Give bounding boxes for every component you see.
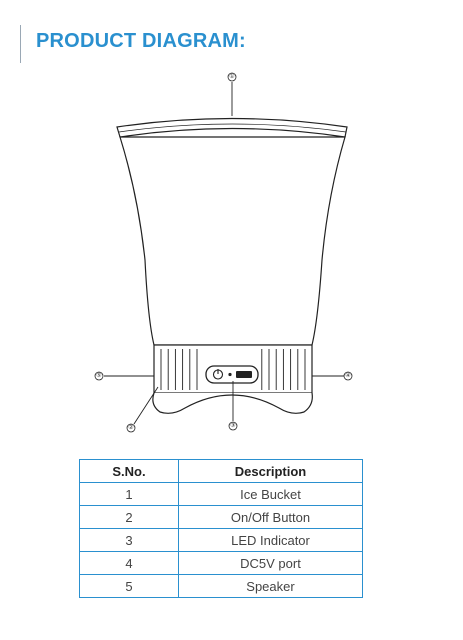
cell-sno: 3 xyxy=(79,528,179,552)
speaker-grille-lines xyxy=(160,349,306,390)
dc-port-icon xyxy=(236,371,252,378)
column-header-sno: S.No. xyxy=(79,459,179,483)
table-row: 1 Ice Bucket xyxy=(79,482,363,506)
table-row: 4 DC5V port xyxy=(79,551,363,575)
ice-bucket-rim xyxy=(116,117,348,138)
cell-description: Ice Bucket xyxy=(178,482,363,506)
title-accent-bar xyxy=(20,25,21,63)
svg-text:①: ① xyxy=(229,73,234,80)
callout-5: ⑤ xyxy=(94,371,104,381)
specification-table: S.No. Description 1 Ice Bucket 2 On/Off … xyxy=(79,459,363,598)
led-indicator-dot xyxy=(228,372,232,377)
cell-sno: 5 xyxy=(79,574,179,598)
cell-description: DC5V port xyxy=(178,551,363,575)
table-row: 2 On/Off Button xyxy=(79,505,363,529)
base-feet xyxy=(152,392,313,414)
svg-text:④: ④ xyxy=(345,372,350,379)
product-diagram: ① ⑤ ④ ② ③ xyxy=(94,72,353,433)
page-title: PRODUCT DIAGRAM: xyxy=(36,30,246,52)
cell-sno: 1 xyxy=(79,482,179,506)
table-header-row: S.No. Description xyxy=(79,459,363,483)
cell-description: LED Indicator xyxy=(178,528,363,552)
cell-description: Speaker xyxy=(178,574,363,598)
svg-text:⑤: ⑤ xyxy=(96,372,101,379)
callout-2: ② xyxy=(126,423,136,433)
callout-1: ① xyxy=(227,72,237,82)
svg-text:③: ③ xyxy=(230,422,235,429)
column-header-description: Description xyxy=(178,459,363,483)
cell-description: On/Off Button xyxy=(178,505,363,529)
cell-sno: 4 xyxy=(79,551,179,575)
ice-bucket-body xyxy=(119,136,346,346)
callout-3: ③ xyxy=(228,421,238,431)
table-row: 3 LED Indicator xyxy=(79,528,363,552)
callout-4: ④ xyxy=(343,371,353,381)
svg-text:②: ② xyxy=(128,424,133,431)
cell-sno: 2 xyxy=(79,505,179,529)
table-row: 5 Speaker xyxy=(79,574,363,598)
